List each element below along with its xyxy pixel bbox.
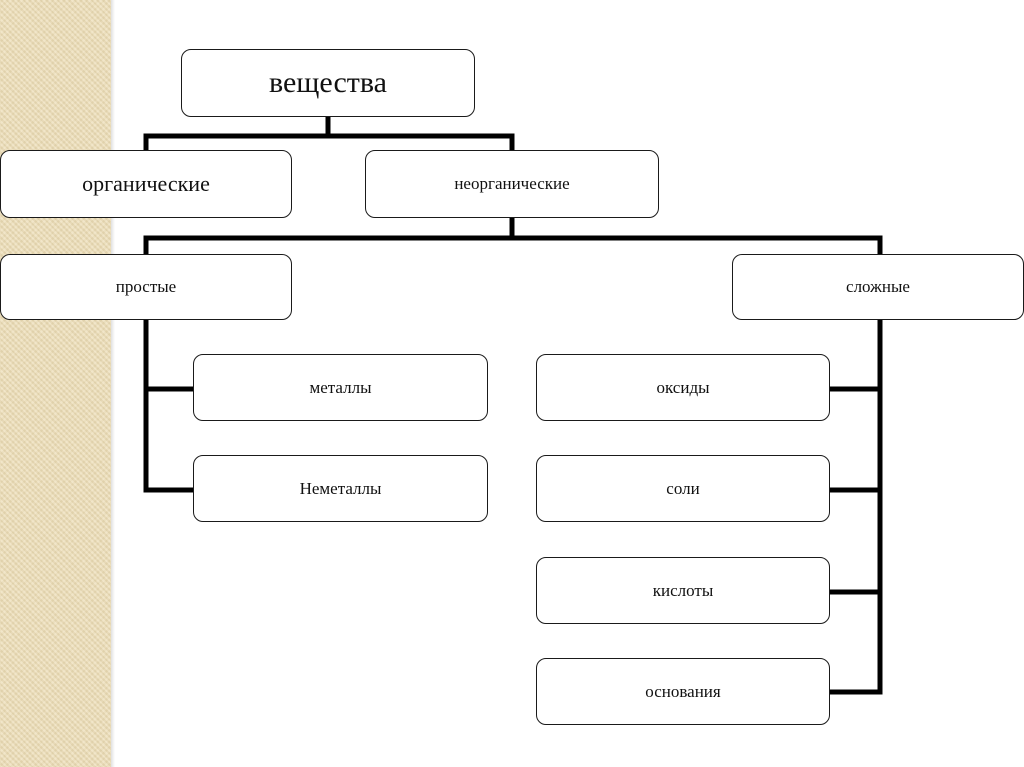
node-simple-label: простые: [115, 277, 177, 296]
node-simple: простые: [0, 254, 292, 320]
node-complex: сложные: [732, 254, 1024, 320]
node-organic-label: органические: [82, 171, 210, 196]
decorative-side-band: [0, 0, 111, 767]
node-oxides-label: оксиды: [656, 377, 710, 397]
node-nonmetals: Неметаллы: [193, 455, 488, 522]
node-substances: вещества: [181, 49, 475, 117]
node-organic: органические: [0, 150, 292, 218]
node-complex-label: сложные: [846, 277, 910, 296]
node-salts: соли: [536, 455, 830, 522]
node-substances-label: вещества: [269, 66, 387, 99]
node-nonmetals-label: Неметаллы: [299, 478, 382, 498]
node-inorganic-label: неорганические: [454, 174, 570, 193]
node-metals: металлы: [193, 354, 488, 421]
node-acids: кислоты: [536, 557, 830, 624]
side-band-shadow: [111, 0, 115, 767]
node-salts-label: соли: [666, 478, 700, 498]
node-bases-label: основания: [645, 681, 721, 701]
node-oxides: оксиды: [536, 354, 830, 421]
node-bases: основания: [536, 658, 830, 725]
node-inorganic: неорганические: [365, 150, 659, 218]
node-metals-label: металлы: [309, 377, 372, 397]
node-acids-label: кислоты: [652, 580, 714, 600]
